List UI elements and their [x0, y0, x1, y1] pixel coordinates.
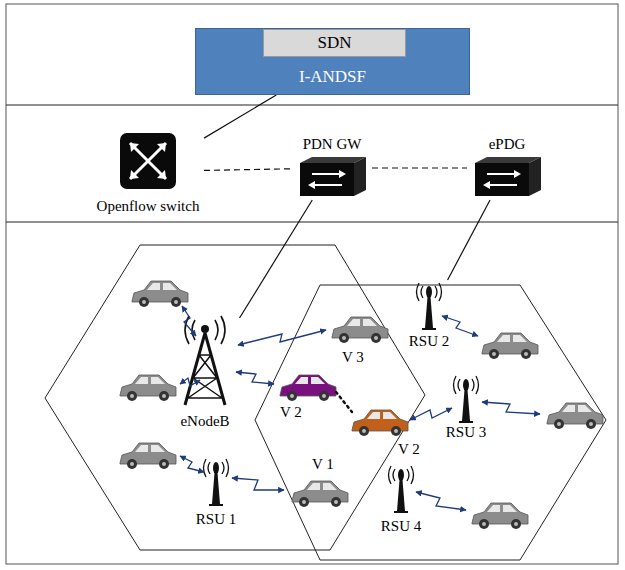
network-link [240, 200, 313, 318]
node-label: I-ANDSF [299, 67, 366, 87]
openflow-switch-icon [120, 133, 176, 189]
node-label: RSU 1 [196, 511, 236, 528]
rsu-icon [389, 466, 414, 512]
vehicle [280, 375, 336, 401]
wireless-links [180, 306, 540, 510]
node-label: RSU 2 [409, 333, 449, 350]
roadside-unit: RSU 2 [398, 280, 460, 350]
roadside-unit: RSU 3 [435, 373, 497, 441]
node-label: eNodeB [180, 413, 229, 430]
layer-divider [6, 105, 618, 222]
network-link [204, 95, 276, 138]
vehicle-label: V 2 [280, 404, 302, 421]
gateway-icon [475, 157, 541, 196]
node-label: RSU 4 [381, 518, 421, 535]
network-link [448, 200, 490, 280]
sdn-box: SDN [263, 29, 406, 57]
base-station: eNodeB [165, 318, 245, 430]
gateway-node: ePDG [467, 136, 547, 200]
vehicle [352, 410, 408, 436]
switch-node: Openflow switch [92, 128, 204, 215]
network-link [372, 167, 467, 168]
rsu-icon [454, 376, 479, 422]
rsu-icon [204, 459, 229, 505]
vehicle [120, 375, 176, 401]
frame [6, 4, 618, 564]
vehicle [547, 403, 603, 429]
v2v-link [336, 392, 352, 412]
vehicle [292, 481, 348, 507]
roadside-unit: RSU 1 [185, 456, 247, 528]
cell-hexagon [45, 245, 425, 550]
gateway-icon [300, 157, 366, 196]
vehicle-label: V 1 [312, 456, 334, 473]
controller-box: I-ANDSF SDN [195, 28, 470, 95]
node-label: SDN [317, 33, 351, 53]
roadside-unit: RSU 4 [370, 463, 432, 535]
vehicle-label: V 2 [398, 441, 420, 458]
node-label: Openflow switch [97, 198, 200, 215]
vehicle [120, 443, 176, 469]
node-label: PDN GW [303, 136, 362, 153]
network-link [204, 169, 292, 171]
vehicle [482, 333, 538, 359]
vehicle [132, 281, 188, 307]
vehicle [332, 317, 388, 343]
node-label: ePDG [489, 136, 526, 153]
vehicle [472, 503, 528, 529]
gateway-node: PDN GW [292, 136, 372, 200]
rsu-icon [417, 283, 442, 329]
node-label: RSU 3 [446, 424, 486, 441]
vehicle-label: V 3 [342, 349, 364, 366]
